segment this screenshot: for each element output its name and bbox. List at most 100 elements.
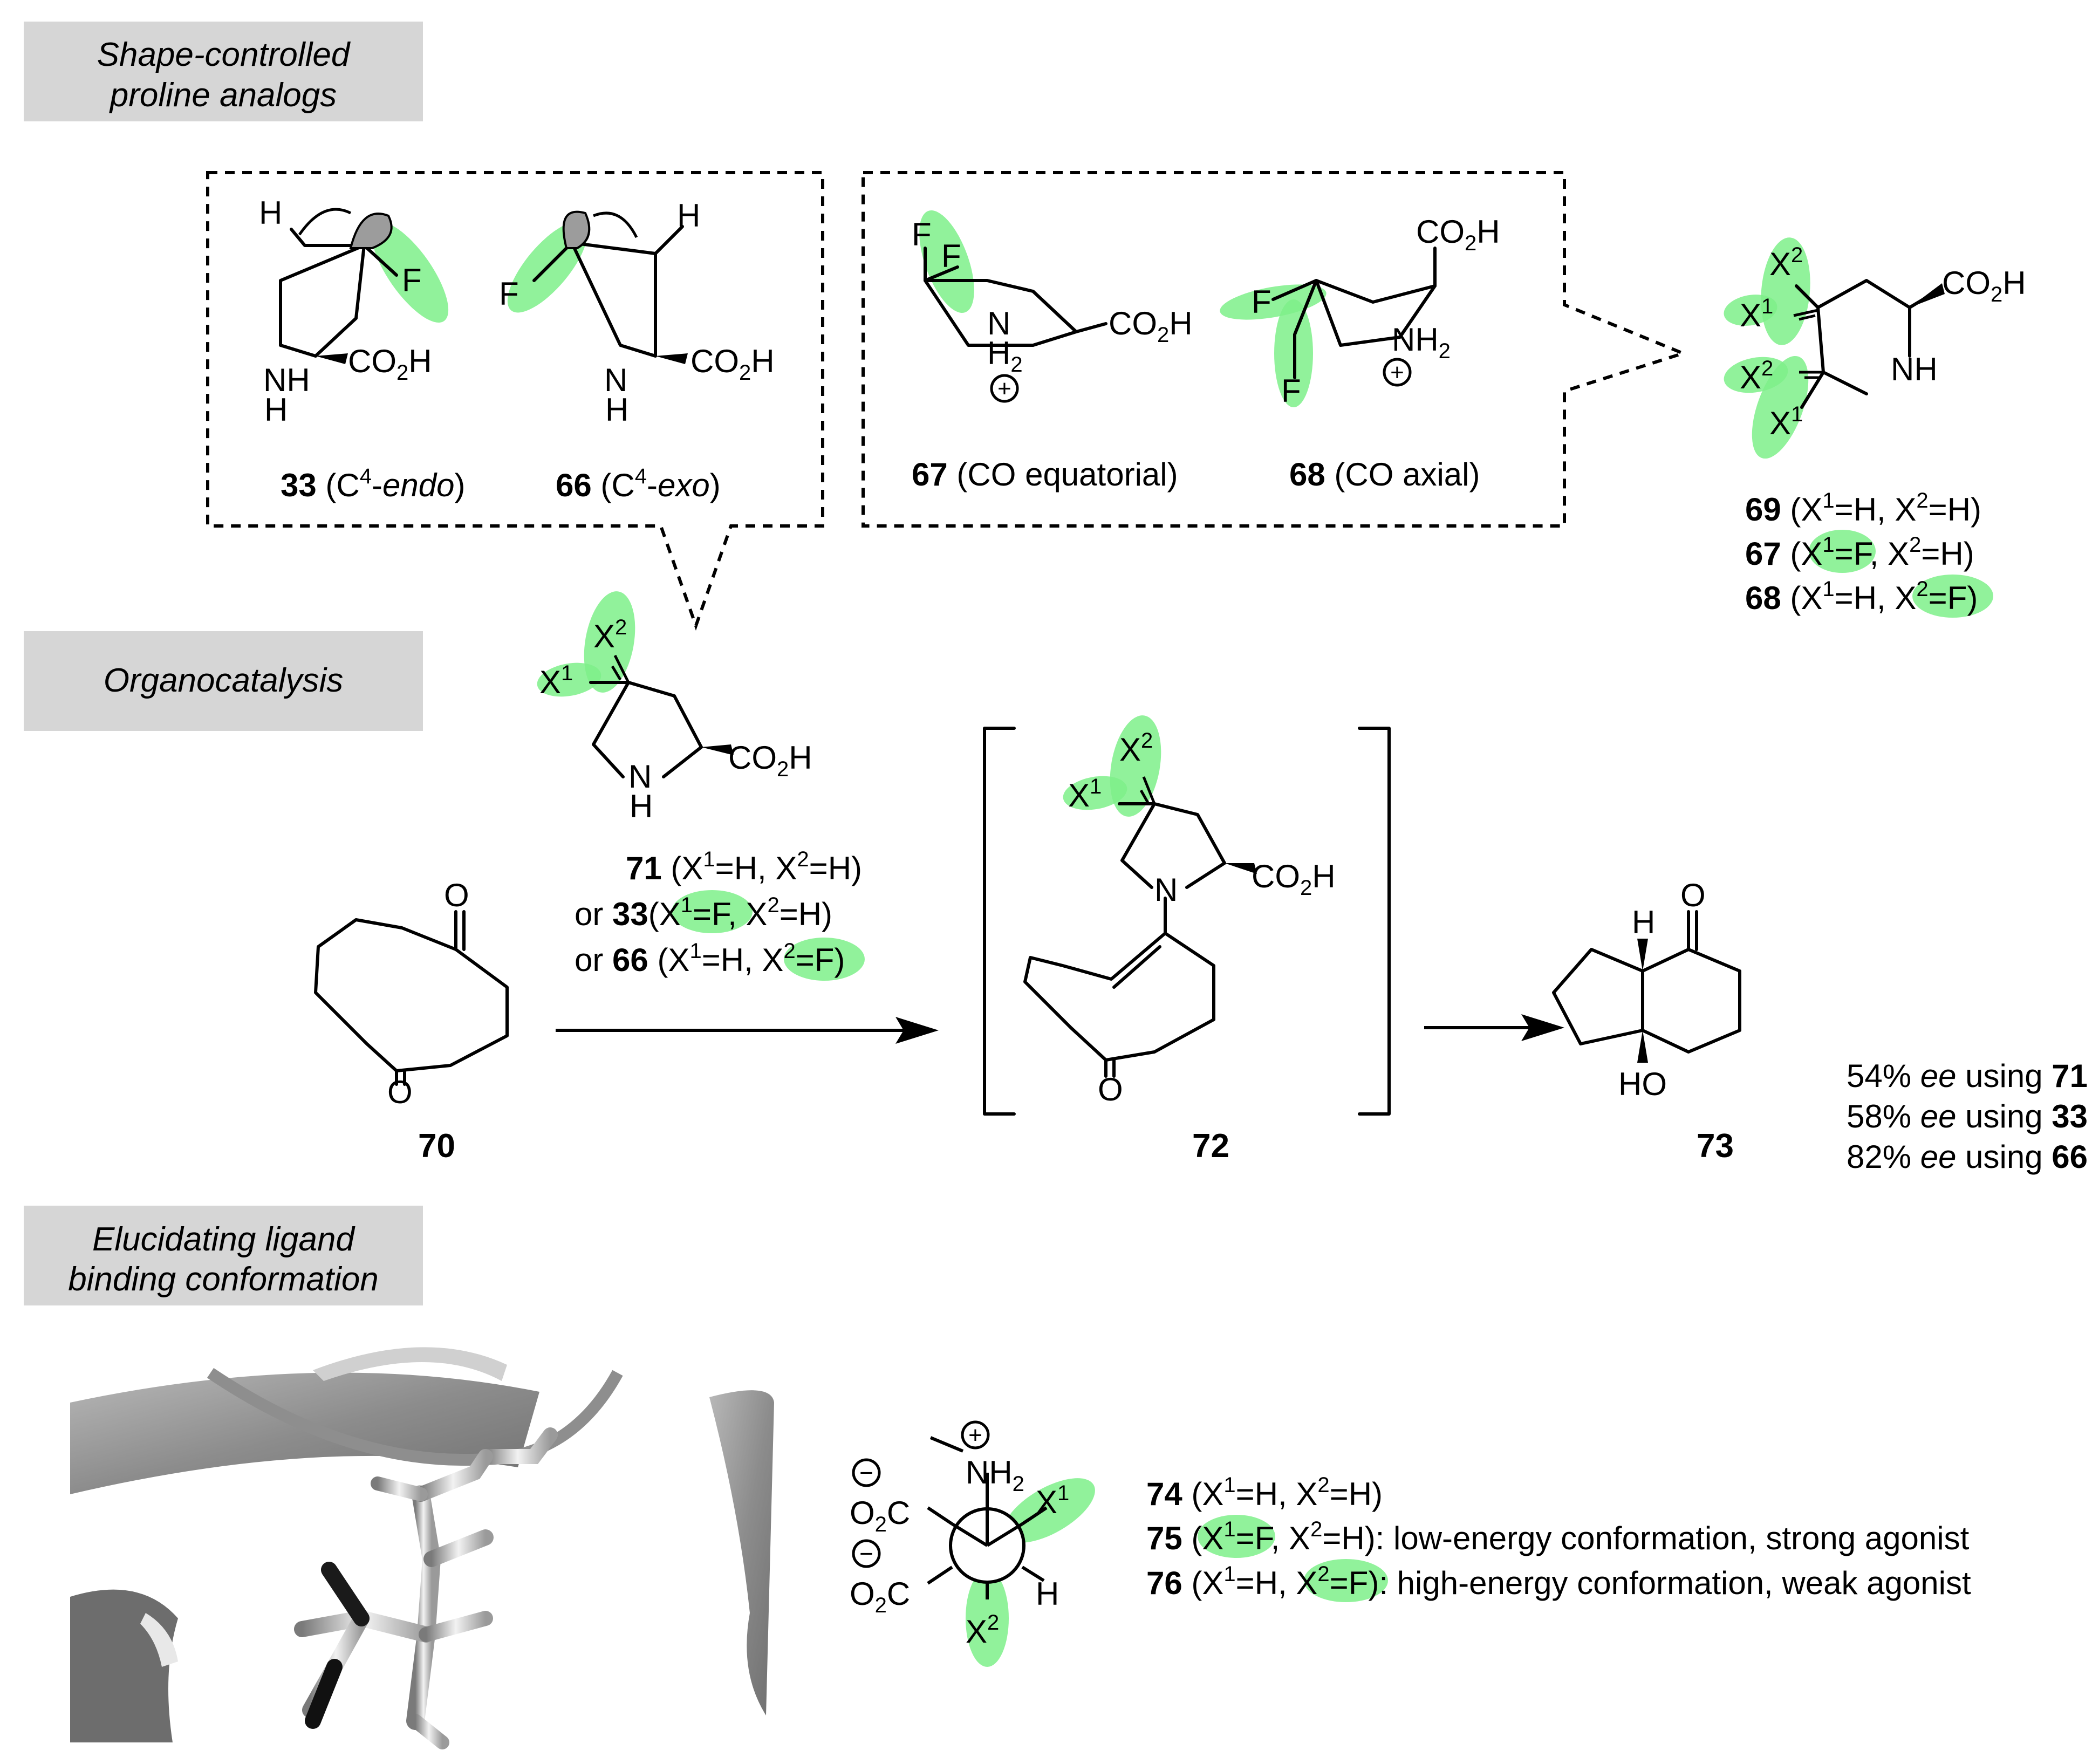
atom-F: F [912,216,932,252]
atom-F: F [402,262,422,298]
right-list-row-1: 67 (X1=F, X2=H) [1745,533,1974,572]
label-67: 67 (CO equatorial) [912,456,1178,493]
ligand-row-0: 74 (X1=H, X2=H) [1146,1473,1383,1512]
atom-F: F [1281,373,1301,409]
charge-plus: + [1390,359,1404,386]
group-co2h: CO2H [1942,265,2026,306]
atom-F: F [941,238,961,274]
atom-H2: H2 [987,335,1023,377]
atom-X1: X1 [539,661,573,700]
section-ligand-line1: Elucidating ligand [92,1221,356,1258]
atom-N: N [604,362,627,398]
atom-X1: X1 [1740,295,1773,333]
group-co2h: CO2H [690,343,775,385]
highlight-x1f [1809,530,1876,573]
section-header-shape: Shape-controlled proline analogs [24,22,423,121]
structure-66: H F N H CO2H 66 (C4-exo) [499,197,775,503]
label-73: 73 [1697,1127,1734,1165]
atom-HO: HO [1618,1066,1667,1102]
group-co2h: CO2H [1252,858,1336,900]
label-70: 70 [418,1127,455,1165]
atom-N: NH [263,362,310,398]
group-co2h: CO2H [1109,305,1193,347]
ee-row-2: 82% ee using 66 [1847,1139,2088,1175]
atom-X1: X1 [1068,775,1102,813]
newman-projection: NH2 + − O2C − O2C X1 H X2 [850,1420,1095,1667]
atom-H: H [264,392,288,428]
group-co2h: CO2H [1416,214,1500,255]
callout-box-left [206,171,824,631]
highlight-x1f [672,890,753,933]
charge-minus: − [859,1541,873,1567]
structure-67: F F N H2 + CO2H 67 (CO equatorial) [912,210,1193,493]
catalyst-row-2: or 66 (X1=H, X2=F) [575,939,845,978]
atom-H: H [605,392,628,428]
highlight-x2f [784,938,865,981]
label-66: 66 (C4-exo) [556,464,721,503]
callout-box-right [862,171,1688,528]
atom-NH2: NH2 [1392,322,1451,363]
section-shape-line2: proline analogs [109,77,337,114]
atom-X2: X2 [966,1611,999,1650]
atom-X1: X1 [1036,1481,1069,1520]
catalyst-row-0: 71 (X1=H, X2=H) [626,847,862,886]
highlight-x2f [1912,575,1993,618]
atom-O: O [444,877,469,913]
ligand-row-2: 76 (X1=H, X2=F): high-energy conformatio… [1146,1562,1971,1601]
catalyst-row-1: or 33(X1=F, X2=H) [575,893,832,932]
ligand-row-1: 75 (X1=F, X2=H): low-energy conformation… [1146,1517,1970,1556]
structure-73: O H HO 73 [1552,877,1741,1165]
section-shape-line1: Shape-controlled [97,36,351,73]
atom-H: H [1632,904,1655,940]
atom-O: O [1680,877,1706,913]
right-compound-list: 69 (X1=H, X2=H) 67 (X1=F, X2=H) 68 (X1=H… [1745,489,1981,616]
atom-O: O [1098,1071,1123,1107]
atom-N: N [1154,872,1178,908]
bracket-left [983,727,1016,1116]
atom-N: N [987,305,1010,341]
group-co2h: CO2H [348,343,432,385]
structure-70: O O 70 [314,877,509,1165]
atom-H: H [630,788,653,824]
structure-69-generic: X2 X1 X2 X1 NH CO2H [1724,237,2026,459]
atom-NH2: NH2 [966,1454,1024,1496]
catalyst-list: 71 (X1=H, X2=H) or 33(X1=F, X2=H) or 66 … [575,847,862,978]
structure-catalyst: X2 X1 N H CO2H [537,591,812,824]
reaction-arrow-2 [1424,1014,1564,1041]
atom-X2: X2 [593,616,627,654]
ligand-list: 74 (X1=H, X2=H) 75 (X1=F, X2=H): low-ene… [1146,1473,1971,1601]
right-list-row-0: 69 (X1=H, X2=H) [1745,489,1981,528]
section-header-ligand: Elucidating ligand binding conformation [24,1206,423,1305]
atom-F: F [1252,284,1271,320]
highlight-x2f [1304,1559,1388,1602]
label-72: 72 [1192,1127,1229,1165]
charge-plus: + [968,1422,982,1448]
right-list-row-2: 68 (X1=H, X2=F) [1745,577,1978,616]
charge-plus: + [997,375,1011,402]
reaction-arrow-1 [556,1017,939,1044]
atom-X2: X2 [1740,357,1773,395]
structure-68: F F NH2 + CO2H 68 (CO axial) [1220,214,1500,493]
atom-H: H [259,195,282,231]
section-header-organo: Organocatalysis [24,631,423,731]
structure-33: H F NH H CO2H 33 (C4-endo) [259,195,465,503]
group-co2h: CO2H [728,740,812,781]
structure-72: X2 X1 N CO2H O 72 [1023,715,1336,1165]
section-organo-line1: Organocatalysis [104,662,344,699]
ee-row-1: 58% ee using 33 [1847,1098,2088,1134]
section-ligand-line2: binding conformation [68,1261,379,1298]
charge-minus: − [859,1460,873,1486]
ee-row-0: 54% ee using 71 [1847,1058,2088,1094]
group-o2c: O2C [850,1576,910,1617]
highlight-x1f [1198,1515,1275,1558]
atom-X2: X2 [1769,243,1803,282]
atom-X2: X2 [1119,729,1153,768]
atom-NH: NH [1891,351,1938,387]
label-68: 68 (CO axial) [1289,456,1480,493]
atom-H: H [677,197,700,234]
atom-O: O [387,1074,413,1110]
label-33: 33 (C4-endo) [281,464,465,503]
atom-X1: X1 [1769,402,1803,441]
protein-ligand-render [70,1347,774,1749]
